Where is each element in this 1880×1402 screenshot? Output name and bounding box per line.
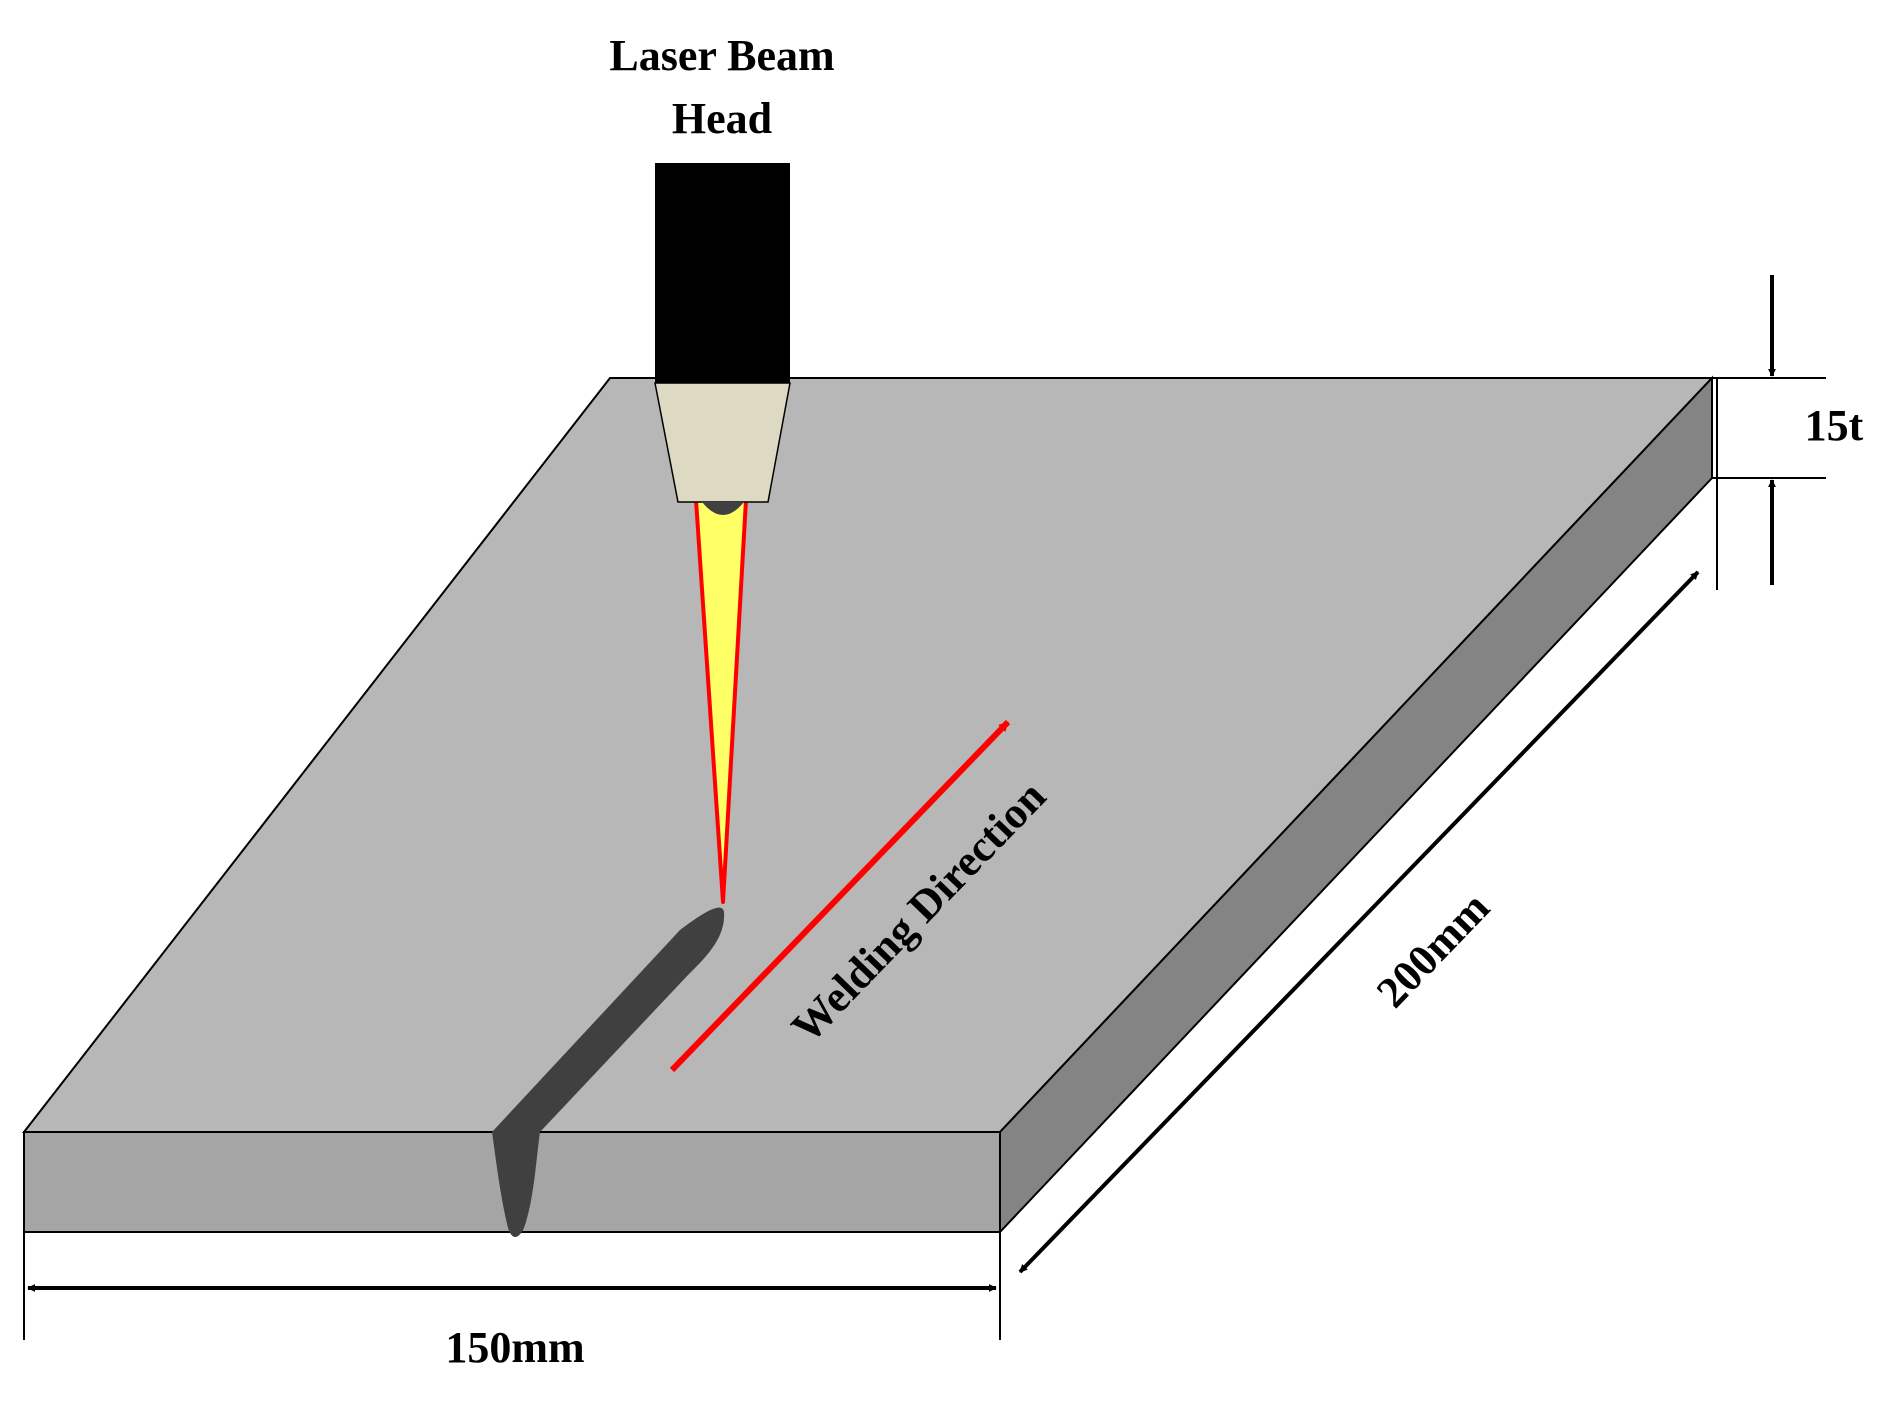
laser-head-lens: [702, 502, 744, 515]
length-label: 200mm: [1367, 883, 1499, 1017]
welding-direction-arrow: [669, 719, 1011, 1073]
thickness-dimension: [1712, 275, 1826, 590]
length-dimension: [1018, 570, 1700, 1274]
weld-bead-cross-section: [492, 1132, 540, 1237]
weld-bead: [492, 907, 725, 1237]
width-label: 150mm: [445, 1323, 584, 1372]
laser-head-nozzle: [654, 382, 791, 503]
length-dimension-line: [1018, 570, 1700, 1274]
laser-beam-head: [654, 163, 791, 515]
steel-plate: [21, 375, 1715, 1235]
laser-head-label-line1: Laser Beam: [609, 31, 834, 80]
plate-top-face: [21, 377, 1715, 1133]
laser-head-label-line2: Head: [672, 94, 772, 143]
laser-head-body: [655, 163, 790, 383]
thickness-label: 15t: [1805, 401, 1864, 450]
weld-bead-top: [492, 907, 725, 1132]
width-dimension: [23, 1232, 1001, 1340]
